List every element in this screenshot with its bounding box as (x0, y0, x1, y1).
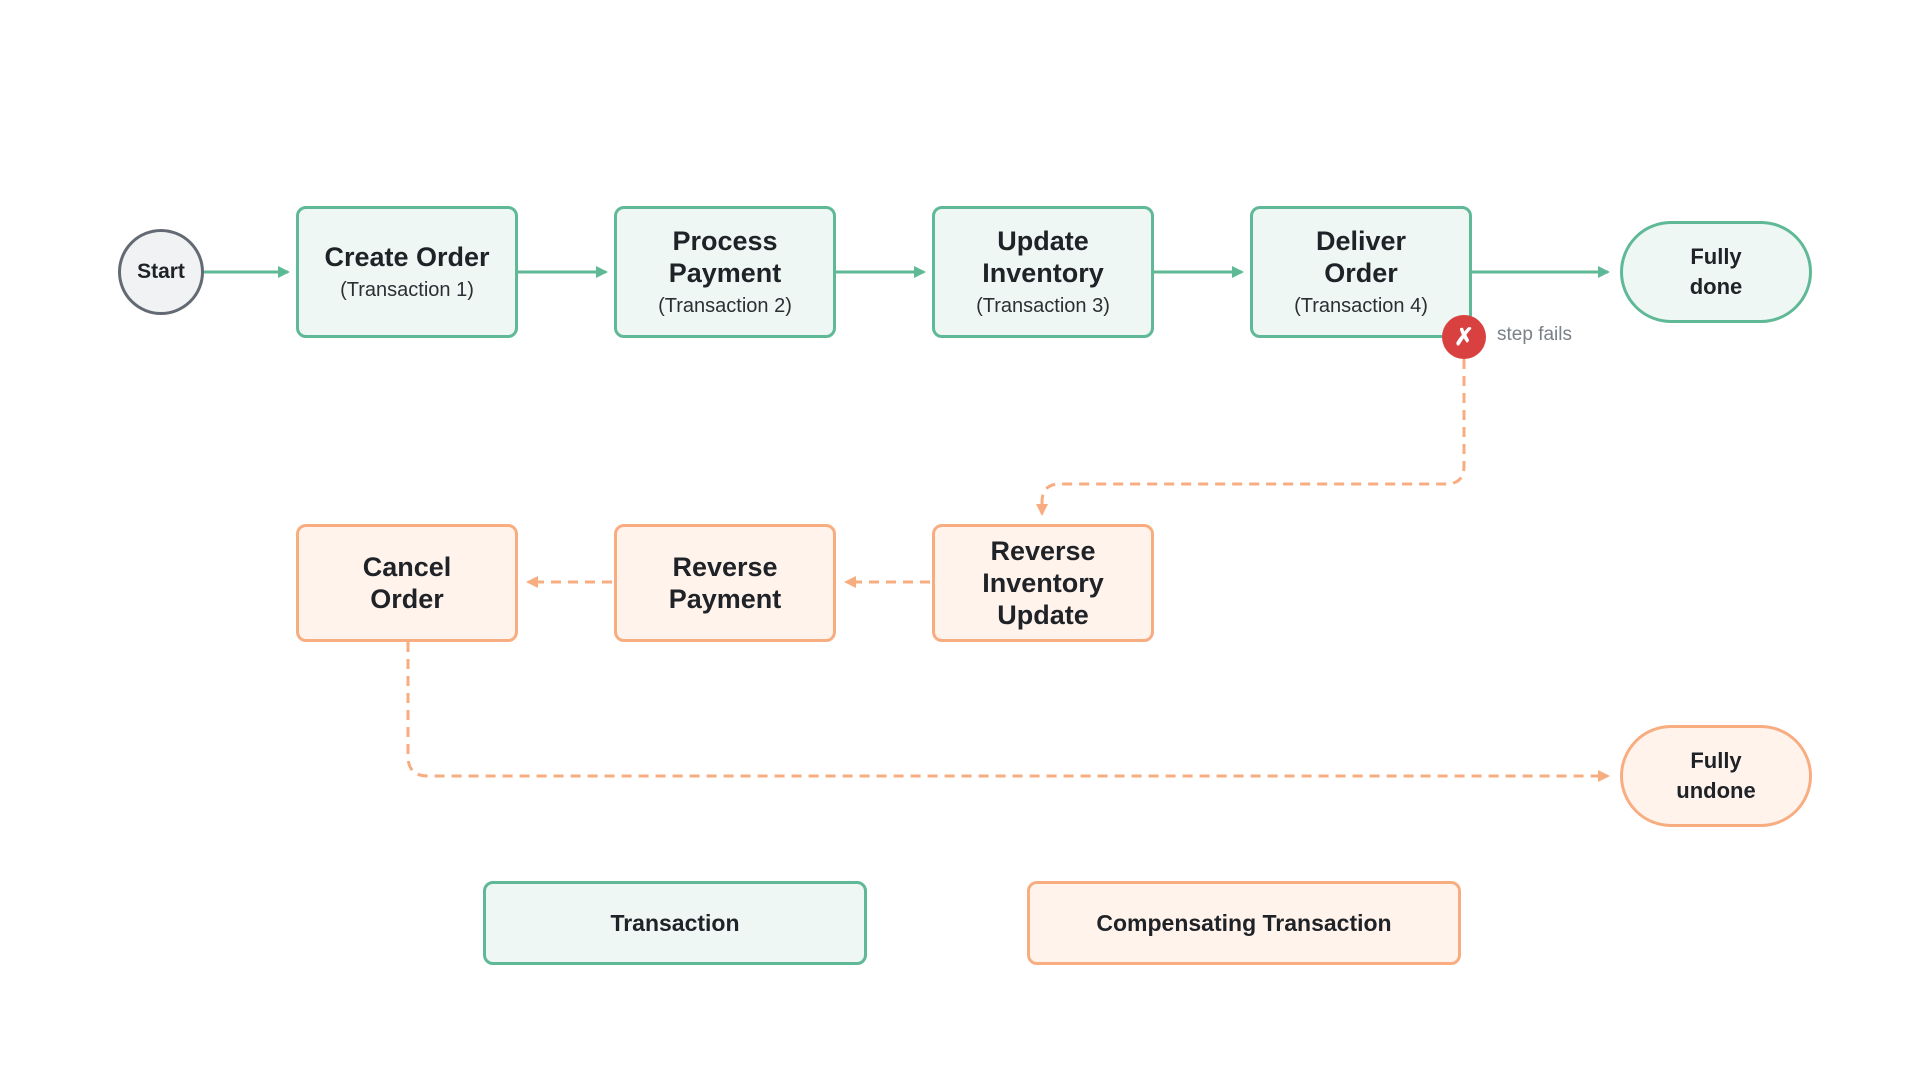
node-title: Reverse Payment (668, 552, 782, 614)
reverse-inventory-node: Reverse Inventory Update (932, 524, 1154, 642)
node-title: Process Payment (668, 226, 782, 288)
failure-glyph: ✗ (1453, 323, 1475, 351)
arrow-fail-to-reverse-inventory (1036, 359, 1466, 516)
node-subtitle: (Transaction 3) (976, 295, 1110, 317)
legend-transaction: Transaction (483, 881, 867, 965)
fully-undone-label: Fully undone (1676, 748, 1756, 803)
node-subtitle: (Transaction 1) (340, 279, 474, 301)
fully-undone-node: Fully undone (1620, 725, 1812, 827)
node-title: Create Order (324, 242, 490, 272)
node-title: Update Inventory (982, 226, 1104, 288)
start-label: Start (137, 260, 185, 283)
node-title: Reverse Inventory Update (982, 536, 1104, 630)
reverse-payment-node: Reverse Payment (614, 524, 836, 642)
node-subtitle: (Transaction 4) (1294, 295, 1428, 317)
node-title: Cancel Order (362, 552, 452, 614)
create-order-node: Create Order (Transaction 1) (296, 206, 518, 338)
legend-compensating-label: Compensating Transaction (1096, 909, 1392, 936)
process-payment-node: Process Payment (Transaction 2) (614, 206, 836, 338)
start-node: Start (118, 229, 204, 315)
legend-compensating-transaction: Compensating Transaction (1027, 881, 1461, 965)
legend-transaction-label: Transaction (610, 909, 740, 936)
fully-done-node: Fully done (1620, 221, 1812, 323)
node-subtitle: (Transaction 2) (658, 295, 792, 317)
arrow-cancel-to-undone (406, 642, 1610, 782)
update-inventory-node: Update Inventory (Transaction 3) (932, 206, 1154, 338)
fully-done-label: Fully done (1689, 244, 1743, 299)
x-mark-icon: ✗ (1442, 315, 1486, 359)
failure-label: step fails (1497, 324, 1572, 345)
cancel-order-node: Cancel Order (296, 524, 518, 642)
deliver-order-node: Deliver Order (Transaction 4) (1250, 206, 1472, 338)
node-title: Deliver Order (1315, 226, 1407, 288)
